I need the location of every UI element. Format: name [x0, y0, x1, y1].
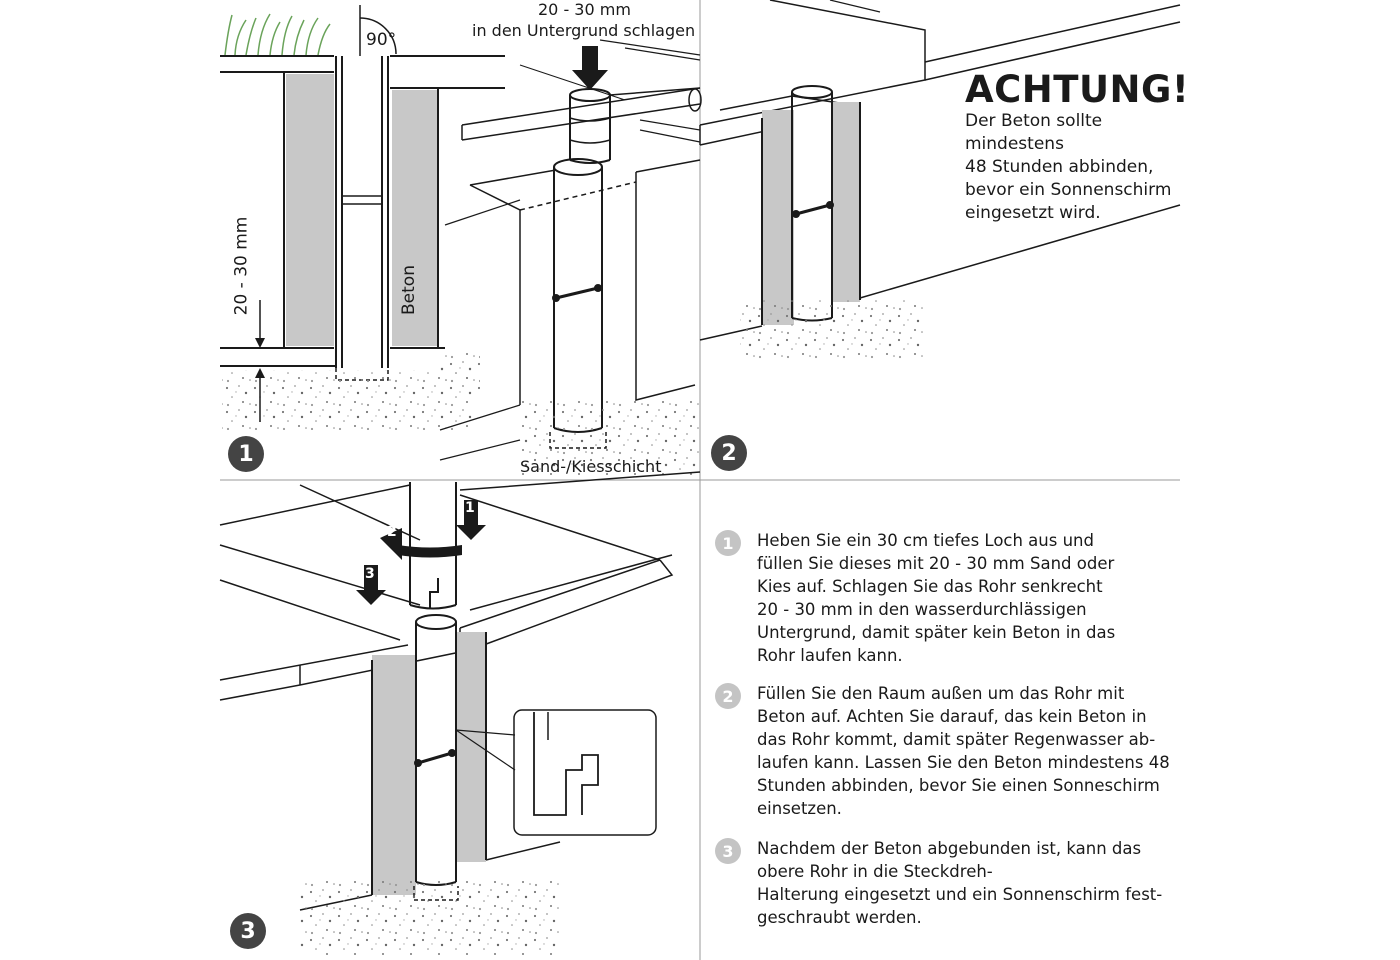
step-line: Heben Sie ein 30 cm tiefes Loch aus und — [757, 531, 1094, 550]
instruction-step-1: 1 Heben Sie ein 30 cm tiefes Loch aus un… — [715, 529, 1175, 669]
step-line: das Rohr kommt, damit später Regenwasser… — [757, 730, 1156, 749]
panel-1-drawing — [220, 5, 702, 475]
step-line: obere Rohr in die Steckdreh- — [757, 862, 993, 881]
panel-2-drawing — [699, 0, 1181, 360]
step-line: Stunden abbinden, bevor Sie einen Sonnes… — [757, 776, 1160, 795]
warning-title: ACHTUNG! — [965, 68, 1190, 111]
step-line: Rohr laufen kann. — [757, 646, 903, 665]
instruction-step-3: 3 Nachdem der Beton abgebunden ist, kann… — [715, 837, 1175, 932]
step-2-badge: 2 — [711, 435, 747, 471]
beton-label: Beton — [398, 265, 419, 315]
sand-label: Sand-/Kiesschicht — [520, 457, 662, 476]
drive-instruction-label: in den Untergrund schlagen — [472, 21, 696, 40]
step-text: Füllen Sie den Raum außen um das Rohr mi… — [757, 682, 1177, 820]
step-line: füllen Sie dieses mit 20 - 30 mm Sand od… — [757, 554, 1115, 573]
warning-text: Der Beton sollte mindestens 48 Stunden a… — [965, 110, 1190, 225]
step-number: 3 — [715, 838, 741, 864]
warning-line: 48 Stunden abbinden, — [965, 157, 1154, 177]
step-line: einsetzen. — [757, 799, 842, 818]
angle-label: 90° — [366, 30, 397, 50]
step-line: laufen kann. Lassen Sie den Beton mindes… — [757, 753, 1170, 772]
step-line: 20 - 30 mm in den wasserdurchlässigen — [757, 600, 1087, 619]
warning-line: Der Beton sollte — [965, 111, 1103, 131]
step-1-badge: 1 — [228, 436, 264, 472]
dimension-label: 20 - 30 mm — [231, 216, 252, 316]
step-line: Nachdem der Beton abgebunden ist, kann d… — [757, 839, 1142, 858]
instruction-step-2: 2 Füllen Sie den Raum außen um das Rohr … — [715, 682, 1175, 822]
grass — [224, 13, 331, 56]
arrow-label-2: 2 — [387, 524, 397, 540]
step-text: Nachdem der Beton abgebunden ist, kann d… — [757, 837, 1177, 929]
arrow-label-1: 1 — [465, 500, 475, 516]
step-line: geschraubt werden. — [757, 908, 922, 927]
warning-line: mindestens — [965, 134, 1064, 154]
step-line: Füllen Sie den Raum außen um das Rohr mi… — [757, 684, 1125, 703]
arrow-label-3: 3 — [365, 566, 375, 582]
step-line: Untergrund, damit später kein Beton in d… — [757, 623, 1116, 642]
step-line: Beton auf. Achten Sie darauf, das kein B… — [757, 707, 1147, 726]
step-line: Halterung eingesetzt und ein Sonnenschir… — [757, 885, 1163, 904]
step-number: 1 — [715, 530, 741, 556]
step-line: Kies auf. Schlagen Sie das Rohr senkrech… — [757, 577, 1103, 596]
step-text: Heben Sie ein 30 cm tiefes Loch aus und … — [757, 529, 1177, 667]
step-3-badge: 3 — [230, 913, 266, 949]
step-number: 2 — [715, 683, 741, 709]
warning-line: bevor ein Sonnenschirm — [965, 180, 1172, 200]
warning-line: eingesetzt wird. — [965, 203, 1101, 223]
panel-3-drawing — [219, 471, 701, 955]
drive-depth-label: 20 - 30 mm — [538, 0, 631, 19]
